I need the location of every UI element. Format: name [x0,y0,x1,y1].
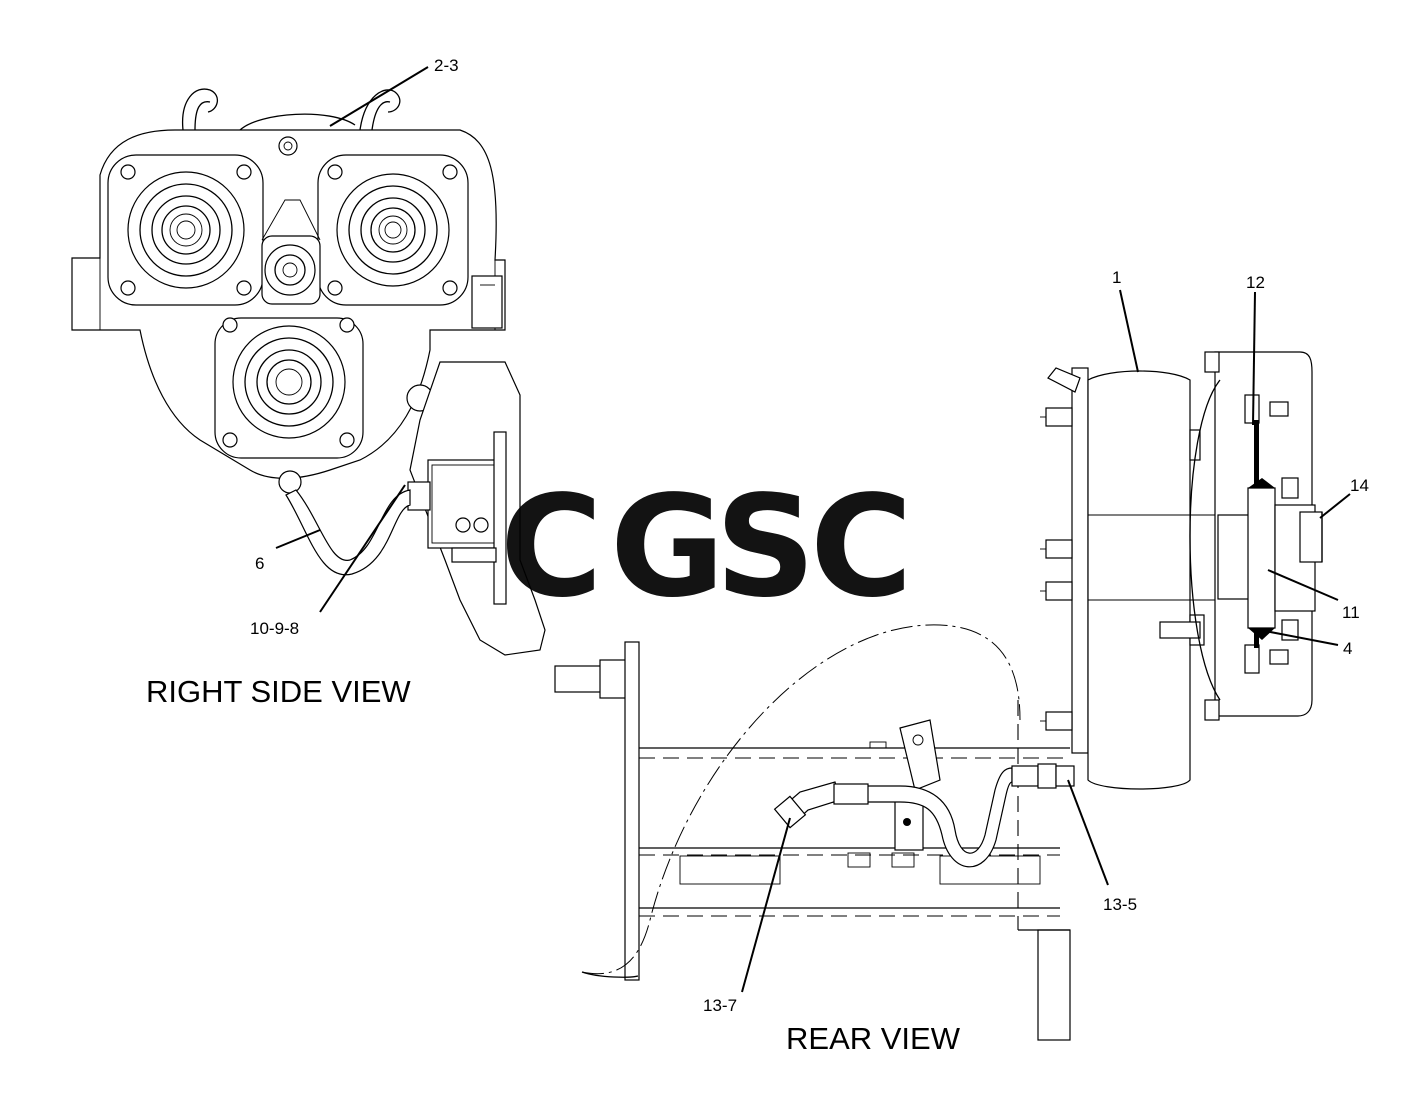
callout-6: 6 [255,554,264,573]
plate-bolts [1040,407,1073,731]
callout-4: 4 [1343,639,1352,658]
watermark-letter-1: C [500,466,603,629]
callout-2-3: 2-3 [434,56,459,75]
callout-13-5: 13-5 [1103,895,1137,914]
watermark-letter-3: S [715,466,816,629]
callout-10-9-8: 10-9-8 [250,619,299,638]
callout-1: 1 [1112,268,1121,287]
callout-14: 14 [1350,476,1369,495]
callout-11: 11 [1342,603,1360,622]
watermark-letter-4: C [810,466,913,629]
watermark-cgsc: C G S C [500,466,913,629]
callout-labels: 2-3 6 10-9-8 1 12 14 11 4 13-5 13-7 [250,56,1369,1015]
right-side-view-drawing [71,88,546,656]
right-side-view-title: RIGHT SIDE VIEW [146,674,411,709]
callout-12: 12 [1246,273,1265,292]
rear-view-drawing [554,351,1323,1041]
watermark-letter-2: G [610,466,725,629]
leader-lines [275,66,1351,993]
rear-view-title: REAR VIEW [786,1021,961,1056]
callout-13-7: 13-7 [703,996,737,1015]
